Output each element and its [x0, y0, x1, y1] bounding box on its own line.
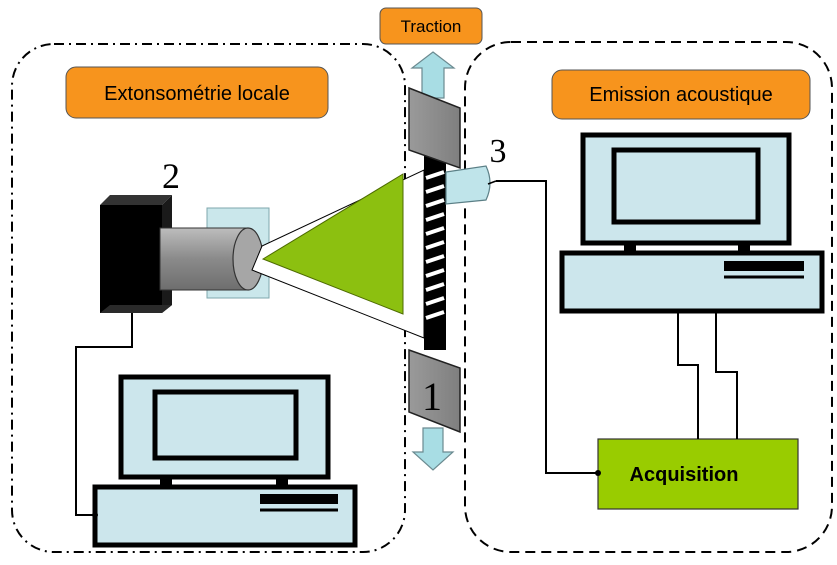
camera-to-computer-cable: [75, 313, 133, 516]
left-frame: [11, 43, 406, 553]
computer-to-acquisition-cable-b: [715, 311, 738, 439]
camera: [100, 195, 270, 313]
right-frame: [464, 41, 833, 553]
acoustic-emission-label: Emission acoustique: [551, 69, 811, 120]
acoustic-emission-text: Emission acoustique: [589, 84, 772, 106]
upper-grip: [408, 86, 461, 170]
marker-three: 3: [490, 133, 507, 170]
sensor-to-acquisition-cable: [496, 180, 598, 474]
extensometry-text: Extonsométrie locale: [104, 83, 290, 105]
acquisition-box: Acquisition: [597, 438, 799, 510]
acquisition-text: Acquisition: [630, 464, 739, 486]
specimen: [424, 150, 446, 350]
acquisition-cable-connector: [595, 470, 601, 476]
traction-label: Traction: [379, 7, 483, 45]
right-computer: [559, 132, 825, 314]
sensor-cable-stub: [487, 180, 497, 185]
left-computer: [92, 374, 358, 548]
acoustic-sensor: [445, 165, 491, 205]
field-of-view-target: [261, 173, 404, 315]
left-cable-connector: [92, 512, 98, 518]
marker-one: 1: [422, 374, 442, 419]
extensometry-label: Extonsométrie locale: [65, 66, 329, 119]
traction-arrow-down-icon: [411, 427, 455, 471]
traction-text: Traction: [401, 17, 462, 36]
lower-grip: [408, 348, 461, 434]
marker-two: 2: [162, 156, 180, 196]
computer-to-acquisition-cable-a: [677, 311, 699, 439]
